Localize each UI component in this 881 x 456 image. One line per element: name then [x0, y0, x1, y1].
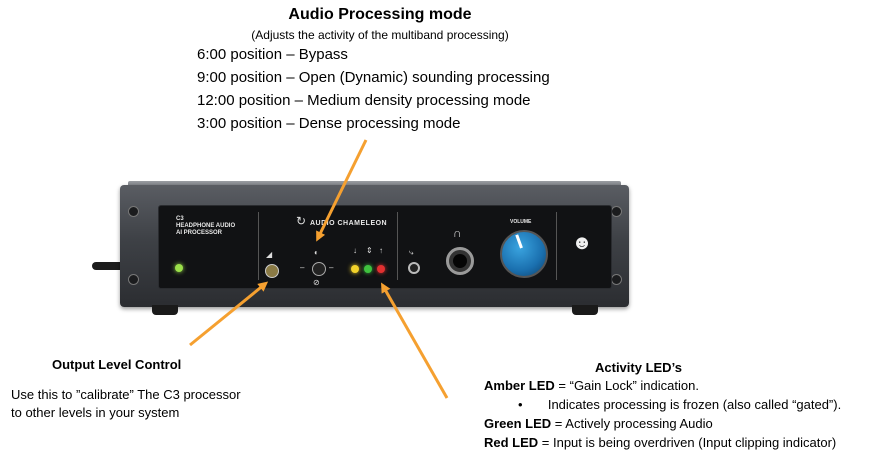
- amber-led-label: Amber LED: [484, 378, 555, 393]
- bypass-icon: ⊘: [313, 278, 320, 287]
- red-led: [377, 265, 385, 273]
- arrow-to-mode-knob: [316, 139, 368, 242]
- volume-label: VOLUME: [510, 219, 532, 225]
- mode-dense: 3:00 position – Dense processing mode: [197, 115, 461, 132]
- green-led-text: = Actively processing Audio: [551, 416, 713, 431]
- device-model-label: AI PROCESSOR: [176, 230, 223, 236]
- processing-mode-title: Audio Processing mode: [288, 6, 472, 23]
- device-foot: [572, 305, 598, 315]
- headphone-mascot-icon: ☻: [571, 232, 593, 254]
- amber-led-description: Amber LED = “Gain Lock” indication.: [484, 378, 699, 393]
- bullet-text: Indicates processing is frozen (also cal…: [547, 397, 842, 412]
- green-led: [364, 265, 372, 273]
- processing-mode-subtitle: (Adjusts the activity of the multiband p…: [251, 28, 509, 42]
- red-led-text: = Input is being overdriven (Input clipp…: [538, 435, 837, 450]
- green-led-description: Green LED = Actively processing Audio: [484, 416, 713, 431]
- arrow-to-activity-leds: [381, 282, 449, 399]
- device-foot: [152, 305, 178, 315]
- mode-bypass: 6:00 position – Bypass: [197, 46, 348, 63]
- headphone-icon: ∩: [453, 226, 462, 240]
- output-level-description: Use this to ”calibrate” The C3 processor: [11, 387, 241, 402]
- amber-led: [351, 265, 359, 273]
- panel-divider: [397, 212, 398, 280]
- power-led: [175, 264, 183, 272]
- dash-icon: –: [329, 263, 334, 272]
- half-circle-icon: ◐: [314, 248, 319, 257]
- dash-icon: –: [300, 263, 305, 272]
- output-level-description: to other levels in your system: [11, 405, 180, 420]
- processing-mode-knob[interactable]: [312, 262, 326, 276]
- amber-led-text: = “Gain Lock” indication.: [554, 378, 699, 393]
- updown-arrow-icon: ⇕: [366, 246, 373, 255]
- green-led-label: Green LED: [484, 416, 552, 431]
- level-wedge-icon: ◢: [266, 250, 273, 259]
- panel-divider: [556, 212, 557, 280]
- mode-medium: 12:00 position – Medium density processi…: [197, 92, 531, 109]
- power-cable: [92, 262, 126, 270]
- screw-icon: [128, 206, 139, 217]
- red-led-label: Red LED: [484, 435, 539, 450]
- amber-led-bullet: • Indicates processing is frozen (also c…: [518, 397, 841, 412]
- output-level-knob[interactable]: [265, 264, 279, 278]
- panel-divider: [258, 212, 259, 280]
- activity-leds-title: Activity LED’s: [595, 360, 682, 375]
- screw-icon: [128, 274, 139, 285]
- mini-input-jack[interactable]: [408, 262, 420, 274]
- down-arrow-icon: ↓: [353, 246, 357, 255]
- up-arrow-icon: ↑: [379, 246, 383, 255]
- device-model-label: C3: [176, 216, 184, 222]
- output-level-title: Output Level Control: [52, 357, 182, 372]
- arrow-to-output-knob: [189, 281, 269, 347]
- headphone-jack-hole: [453, 254, 467, 268]
- mic-icon: ⤷: [409, 248, 414, 257]
- brand-label: AUDIO CHAMELEON: [310, 220, 388, 227]
- device-model-label: HEADPHONE AUDIO: [176, 223, 236, 229]
- chameleon-logo-icon: ↻: [296, 214, 307, 228]
- volume-knob[interactable]: [500, 230, 548, 278]
- bullet-icon: •: [518, 397, 548, 412]
- red-led-description: Red LED = Input is being overdriven (Inp…: [484, 435, 836, 450]
- mode-open: 9:00 position – Open (Dynamic) sounding …: [197, 69, 550, 86]
